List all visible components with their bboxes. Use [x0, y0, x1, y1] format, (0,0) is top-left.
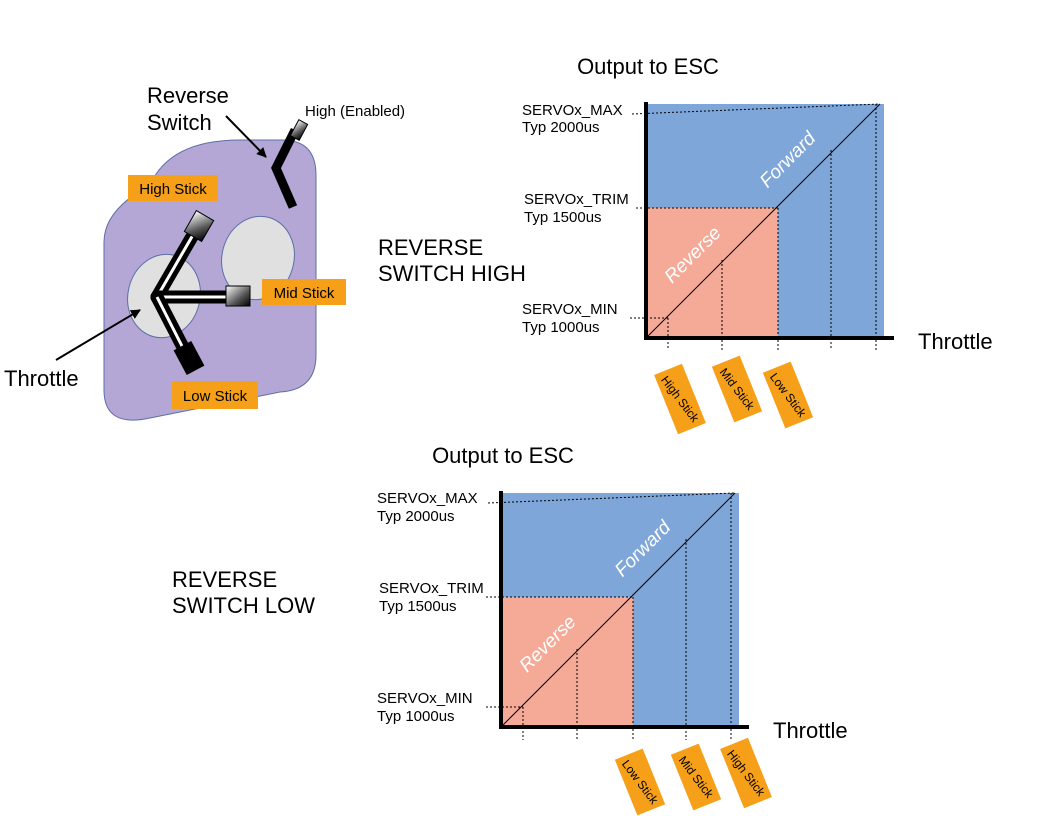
high-stick-tag-label: High Stick: [139, 181, 207, 198]
chart-low-min-typ: Typ 1000us: [377, 708, 455, 725]
transmitter-illustration: Reverse Switch High (Enabled) Throttle H…: [4, 83, 405, 421]
chart-low-tag-2: Mid Stick: [670, 743, 722, 811]
chart-high-diagonal: [647, 103, 881, 337]
reverse-switch: [271, 119, 309, 209]
reverse-switch-label-line2: Switch: [147, 110, 212, 135]
throttle-stick-positions: [150, 209, 251, 376]
chart-reverse-switch-low: Output to ESC REVERSE SWITCH LOW SERVOx_…: [172, 443, 848, 816]
chart-low-guides: [486, 492, 735, 740]
throttle-label: Throttle: [4, 366, 79, 391]
throttle-arrow: [55, 309, 141, 361]
reverse-switch-label-line1: Reverse: [147, 83, 229, 108]
chart-low-max-typ: Typ 2000us: [377, 508, 455, 525]
chart-high-title: Output to ESC: [577, 54, 719, 79]
mid-stick-tag: [262, 279, 346, 305]
chart-low-x-label: Throttle: [773, 718, 848, 743]
stick-high-grip: [183, 209, 215, 243]
high-stick-tag: [128, 175, 218, 201]
reverse-switch-arrow: [225, 115, 267, 158]
chart-low-mode-line1: REVERSE: [172, 567, 277, 592]
chart-high-x-label: Throttle: [918, 329, 993, 354]
low-stick-tag: [172, 381, 258, 409]
chart-high-max-typ: Typ 2000us: [522, 119, 600, 136]
stick-low-grip: [173, 340, 205, 376]
low-stick-tag-label: Low Stick: [183, 388, 248, 405]
stick-mid-grip: [225, 285, 251, 307]
chart-low-min-label: SERVOx_MIN: [377, 690, 473, 707]
chart-low-tag-3: High Stick: [720, 737, 772, 809]
chart-low-trim-label: SERVOx_TRIM: [379, 580, 484, 597]
chart-high-tag-3: Low Stick: [762, 361, 814, 429]
chart-low-diagonal: [502, 492, 736, 726]
chart-high-guides: [630, 103, 881, 350]
chart-low-tag-1: Low Stick: [614, 748, 666, 816]
chart-high-tag-2: Mid Stick: [711, 355, 763, 423]
reverse-switch-tip: [289, 119, 309, 141]
chart-high-mode-line2: SWITCH HIGH: [378, 261, 526, 286]
chart-high-max-label: SERVOx_MAX: [522, 102, 623, 119]
chart-low-max-label: SERVOx_MAX: [377, 490, 478, 507]
transmitter-panel: [103, 139, 317, 421]
reverse-switch-lever: [271, 127, 300, 209]
mid-stick-tag-label: Mid Stick: [274, 285, 335, 302]
high-enabled-label: High (Enabled): [305, 103, 405, 120]
chart-high-min-label: SERVOx_MIN: [522, 301, 618, 318]
chart-reverse-switch-high: Output to ESC REVERSE SWITCH HIGH SERVOx…: [378, 54, 993, 435]
chart-low-trim-typ: Typ 1500us: [379, 598, 457, 615]
chart-high-tag-1: High Stick: [654, 363, 706, 435]
chart-high-min-typ: Typ 1000us: [522, 319, 600, 336]
chart-low-mode-line2: SWITCH LOW: [172, 593, 315, 618]
chart-high-mode-line1: REVERSE: [378, 235, 483, 260]
chart-low-title: Output to ESC: [432, 443, 574, 468]
chart-high-trim-typ: Typ 1500us: [524, 209, 602, 226]
chart-high-trim-label: SERVOx_TRIM: [524, 191, 629, 208]
